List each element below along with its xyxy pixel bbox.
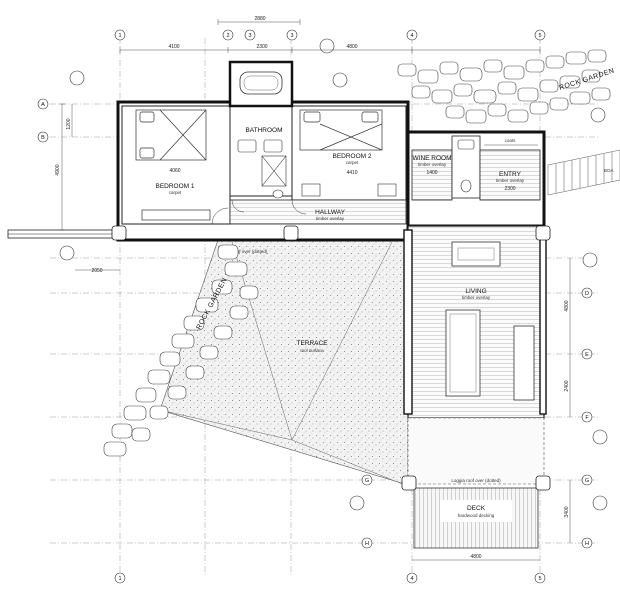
columns: [111, 225, 551, 491]
section-markers: [59, 38, 608, 511]
basin-icon: [457, 139, 475, 150]
living-label: LIVING: [465, 288, 486, 295]
bedside-tables: [301, 183, 397, 197]
bedroom2-width: 4410: [346, 170, 357, 176]
hallway-room: [229, 199, 407, 225]
bathroom-fixtures: [237, 139, 287, 199]
svg-text:1: 1: [118, 576, 121, 582]
wc-icon: [460, 179, 472, 193]
top-dimensions: [119, 19, 541, 53]
svg-text:H: H: [365, 541, 369, 547]
loggia-area: [407, 417, 545, 485]
wine-room-note: timber overlay: [418, 162, 447, 167]
svg-text:3: 3: [290, 33, 293, 39]
dim-vert-deck: 3400: [564, 506, 570, 517]
bed1-icon: [135, 109, 207, 161]
terrace-label: TERRACE: [296, 340, 328, 347]
svg-text:4: 4: [410, 33, 413, 39]
svg-text:5: 5: [538, 576, 541, 582]
svg-text:B: B: [41, 135, 45, 141]
dim-vert-f: 2400: [564, 380, 570, 391]
svg-text:F: F: [585, 415, 589, 421]
bedroom2-note: carpet: [346, 160, 359, 165]
dim-top-b: 2300: [256, 44, 267, 50]
entry-note: timber overlay: [496, 178, 525, 183]
bed2-icon: [299, 109, 383, 151]
svg-text:A: A: [41, 102, 45, 108]
entry-room: [479, 149, 541, 201]
wine-room-dim: 1400: [426, 170, 437, 176]
roof-over-label: roof over (dotted): [233, 249, 268, 254]
dim-top-c: 4800: [346, 44, 357, 50]
grid-column-bubbles-bottom: [114, 572, 546, 584]
hallway-label: HALLWAY: [315, 209, 346, 216]
svg-text:H: H: [585, 541, 589, 547]
coats-label: coats: [505, 138, 517, 143]
door-swings: [211, 199, 307, 225]
hallway-note: timber overlay: [316, 216, 345, 221]
terrace-note: tool surface: [300, 348, 324, 353]
living-note: timber overlay: [462, 295, 491, 300]
boardwalk: [547, 149, 620, 196]
dim-left-a: 1200: [66, 118, 72, 129]
wine-room-label: WINE ROOM: [413, 155, 452, 162]
bedroom1-label: BEDROOM 1: [155, 183, 194, 190]
dim-west-ext: 2050: [91, 268, 102, 274]
dim-bottom: 4800: [470, 554, 481, 560]
entry-dim: 2300: [504, 186, 515, 192]
svg-text:1: 1: [118, 33, 121, 39]
svg-text:5: 5: [538, 33, 541, 39]
bathtub-icon: [239, 71, 283, 95]
svg-text:3: 3: [248, 33, 251, 39]
loggia-label: Loggia roof over (dotted): [451, 478, 501, 483]
deck-note: hardwood decking: [458, 513, 495, 518]
svg-text:E: E: [585, 352, 589, 358]
bedroom1-note: carpet: [169, 190, 182, 195]
svg-text:2: 2: [226, 33, 229, 39]
grid-column-bubbles-top: [114, 29, 546, 41]
living-west-wall: [403, 229, 413, 415]
dim-left-b: 4900: [55, 164, 61, 175]
living-east-wall: [539, 229, 547, 415]
svg-text:G: G: [585, 478, 589, 484]
terrace-surface: [159, 239, 409, 486]
deck-label: DECK: [467, 505, 486, 512]
dim-top-a: 4100: [168, 44, 179, 50]
window-seat-icon: [513, 325, 535, 401]
rock-garden-left: [103, 244, 259, 457]
kitchen-bench-icon: [451, 241, 501, 267]
boardwalk-label: BOA: [604, 168, 614, 173]
bathroom-label: BATHROOM: [245, 127, 282, 134]
svg-text:4: 4: [410, 576, 413, 582]
entry-label: ENTRY: [499, 171, 522, 178]
rock-garden-top: [397, 49, 611, 124]
grid-row-bubbles-left: [37, 98, 49, 143]
dim-vert-living: 4800: [564, 300, 570, 311]
svg-text:G: G: [365, 478, 369, 484]
dim-top-total: 2880: [254, 16, 265, 22]
sofa-icon: [445, 309, 481, 397]
wine-room: [411, 149, 453, 201]
bedroom1-width: 4060: [169, 168, 180, 174]
desk-icon: [141, 209, 211, 221]
bedroom2-label: BEDROOM 2: [332, 153, 371, 160]
svg-text:D: D: [585, 291, 589, 297]
